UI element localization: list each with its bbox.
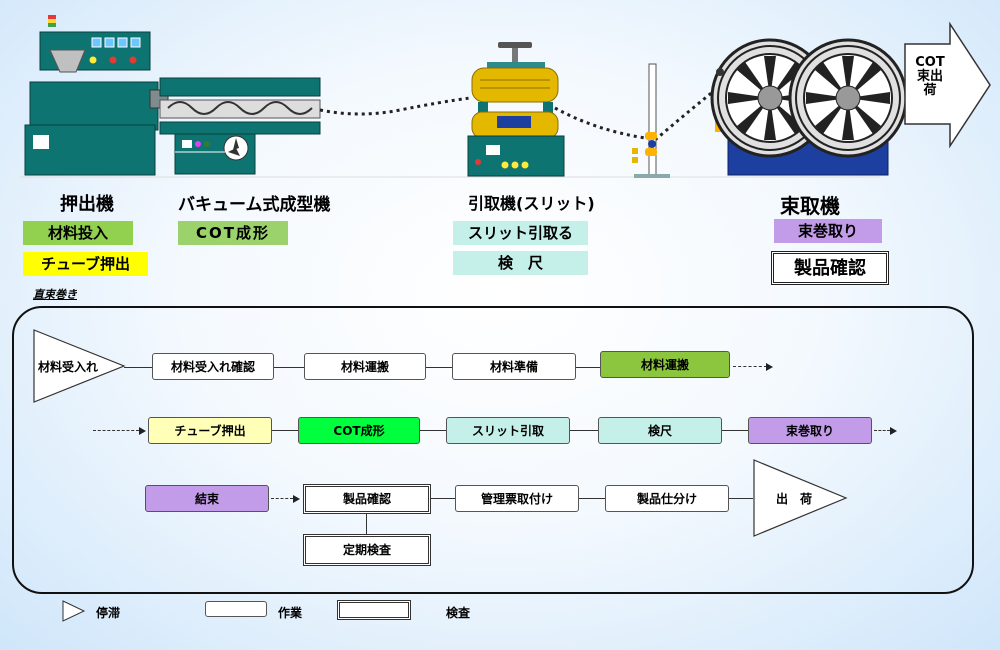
flow-step-slit-pulling: スリット引取	[446, 417, 570, 444]
arrowhead	[890, 427, 897, 435]
connector	[729, 498, 753, 499]
connector	[722, 430, 748, 431]
flow-step-product-sorting: 製品仕分け	[605, 485, 729, 512]
flow-step-attach-control-slip: 管理票取付け	[455, 485, 579, 512]
product-inspection-label: 製品確認	[771, 251, 889, 285]
measuring-pole	[632, 63, 670, 178]
flow-frame	[12, 306, 974, 594]
machine-title-vacuum-forming: バキューム式成型機	[178, 195, 331, 215]
connector	[579, 498, 605, 499]
connector	[272, 430, 298, 431]
end-shipping-triangle	[753, 459, 848, 537]
dashed-connector	[93, 430, 139, 431]
extruder-machine	[24, 15, 169, 176]
connector	[124, 367, 152, 368]
flow-step-cot-forming: COT成形	[298, 417, 420, 444]
arrowhead	[293, 495, 300, 503]
arrowhead	[766, 363, 773, 371]
legend-inspection-icon	[337, 600, 411, 620]
shipping-arrow-label: COT 束出 荷	[915, 55, 945, 98]
flow-end-label: 出 荷	[776, 492, 813, 506]
flow-inspection-product-check: 製品確認	[303, 484, 431, 514]
arrowhead	[139, 427, 146, 435]
connector	[274, 367, 304, 368]
connector	[426, 367, 452, 368]
direct-bundle-note: 直束巻き	[33, 288, 77, 301]
flow-step-binding: 結束	[145, 485, 269, 512]
flow-step-material-preparation: 材料準備	[452, 353, 576, 380]
tag-slit-pulling: スリット引取る	[453, 221, 588, 245]
flow-step-tube-extrusion: チューブ押出	[148, 417, 272, 444]
flow-start-label: 材料受入れ	[38, 360, 99, 374]
tag-cot-forming: COT成形	[178, 221, 288, 245]
tag-length-measure: 検 尺	[453, 251, 588, 275]
legend-retention-icon	[62, 600, 86, 622]
flow-inspection-periodic: 定期検査	[303, 534, 431, 566]
connector	[366, 514, 367, 534]
tag-bundle-winding: 束巻取り	[774, 219, 882, 243]
flow-step-bundle-winding: 束巻取り	[748, 417, 872, 444]
connector	[431, 498, 455, 499]
connector	[570, 430, 598, 431]
machine-title-bundler: 束取機	[780, 194, 840, 218]
connector	[576, 367, 600, 368]
bundling-machine	[710, 38, 908, 176]
legend-work-icon	[205, 601, 267, 617]
machine-title-puller: 引取機(スリット)	[468, 194, 595, 213]
dashed-connector	[271, 498, 293, 499]
legend-work-label: 作業	[278, 606, 303, 620]
connector	[420, 430, 446, 431]
flow-step-material-receipt-check: 材料受入れ確認	[152, 353, 274, 380]
shipping-arrow-shape	[904, 21, 991, 149]
dashed-connector	[733, 366, 767, 367]
machine-title-extruder: 押出機	[60, 194, 114, 215]
flow-step-material-transport-1: 材料運搬	[304, 353, 426, 380]
puller-slit-machine	[467, 42, 565, 177]
tag-tube-extrusion: チューブ押出	[23, 252, 148, 276]
flow-step-material-transport-2: 材料運搬	[600, 351, 730, 378]
vacuum-forming-machine	[159, 77, 321, 175]
tag-material-input: 材料投入	[23, 221, 133, 245]
machine-illustrations	[20, 15, 991, 178]
legend-retention-label: 停滞	[96, 606, 121, 620]
start-retention-triangle	[33, 329, 126, 403]
dashed-connector	[874, 430, 890, 431]
legend-inspection-label: 検査	[446, 606, 471, 620]
flow-step-length-check: 検尺	[598, 417, 722, 444]
